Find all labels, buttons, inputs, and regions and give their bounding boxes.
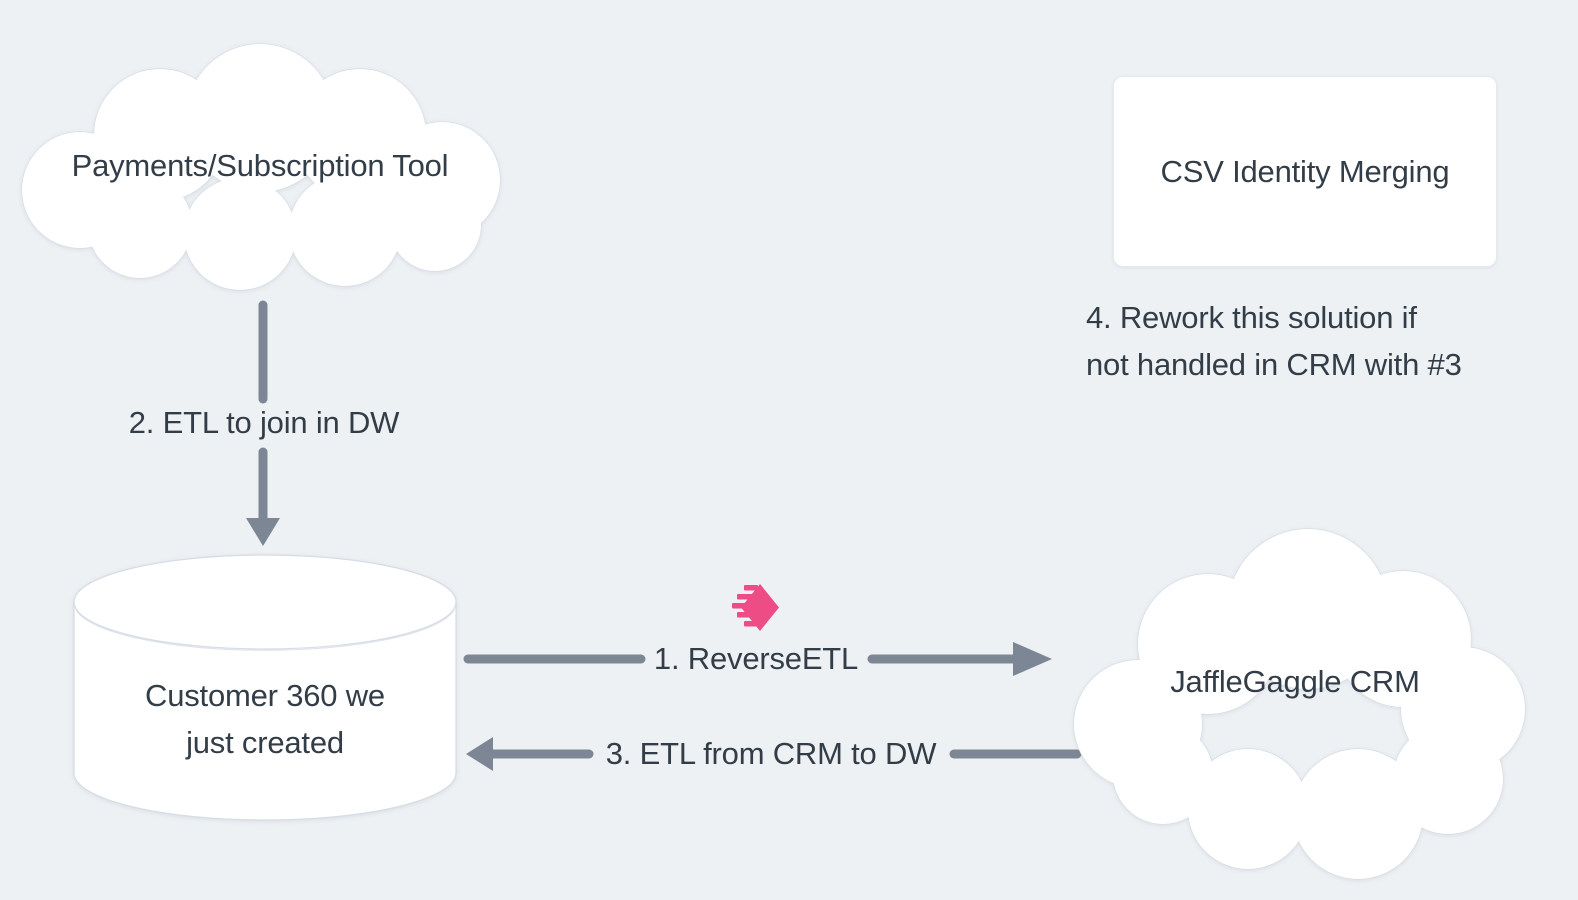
edge-reverse-etl-arrow: [463, 642, 1052, 676]
crm-cloud-label: JaffleGaggle CRM: [1170, 664, 1420, 699]
edge-label-reverse-etl: 1. ReverseETL: [653, 641, 859, 676]
warehouse-label-line1: Customer 360 we: [145, 678, 385, 713]
note-rework-line1: 4. Rework this solution if: [1086, 300, 1417, 335]
warehouse-label-line2: just created: [186, 725, 344, 760]
grouparoo-arrow-icon: [727, 583, 779, 632]
csv-card-label: CSV Identity Merging: [1160, 153, 1450, 189]
node-crm-cloud: JaffleGaggle CRM: [1056, 522, 1534, 895]
node-warehouse-cylinder: Customer 360 we just created: [70, 548, 460, 823]
edge-etl-join-arrow: [246, 300, 280, 546]
database-cylinder-shape: [73, 554, 457, 821]
warehouse-cylinder-label: Customer 360 we just created: [70, 672, 460, 766]
node-payments-cloud: Payments/Subscription Tool: [8, 40, 512, 295]
node-csv-card: CSV Identity Merging: [1113, 76, 1497, 267]
cloud-shape: [1073, 528, 1526, 880]
note-rework: 4. Rework this solution if not handled i…: [1086, 294, 1462, 388]
note-rework-line2: not handled in CRM with #3: [1086, 347, 1462, 382]
edge-etl-from-crm-arrow: [466, 737, 1082, 771]
payments-cloud-label: Payments/Subscription Tool: [71, 148, 449, 183]
edge-label-etl-from-crm: 3. ETL from CRM to DW: [605, 736, 937, 771]
cloud-shape: [21, 43, 501, 291]
edge-label-etl-join: 2. ETL to join in DW: [128, 405, 400, 440]
